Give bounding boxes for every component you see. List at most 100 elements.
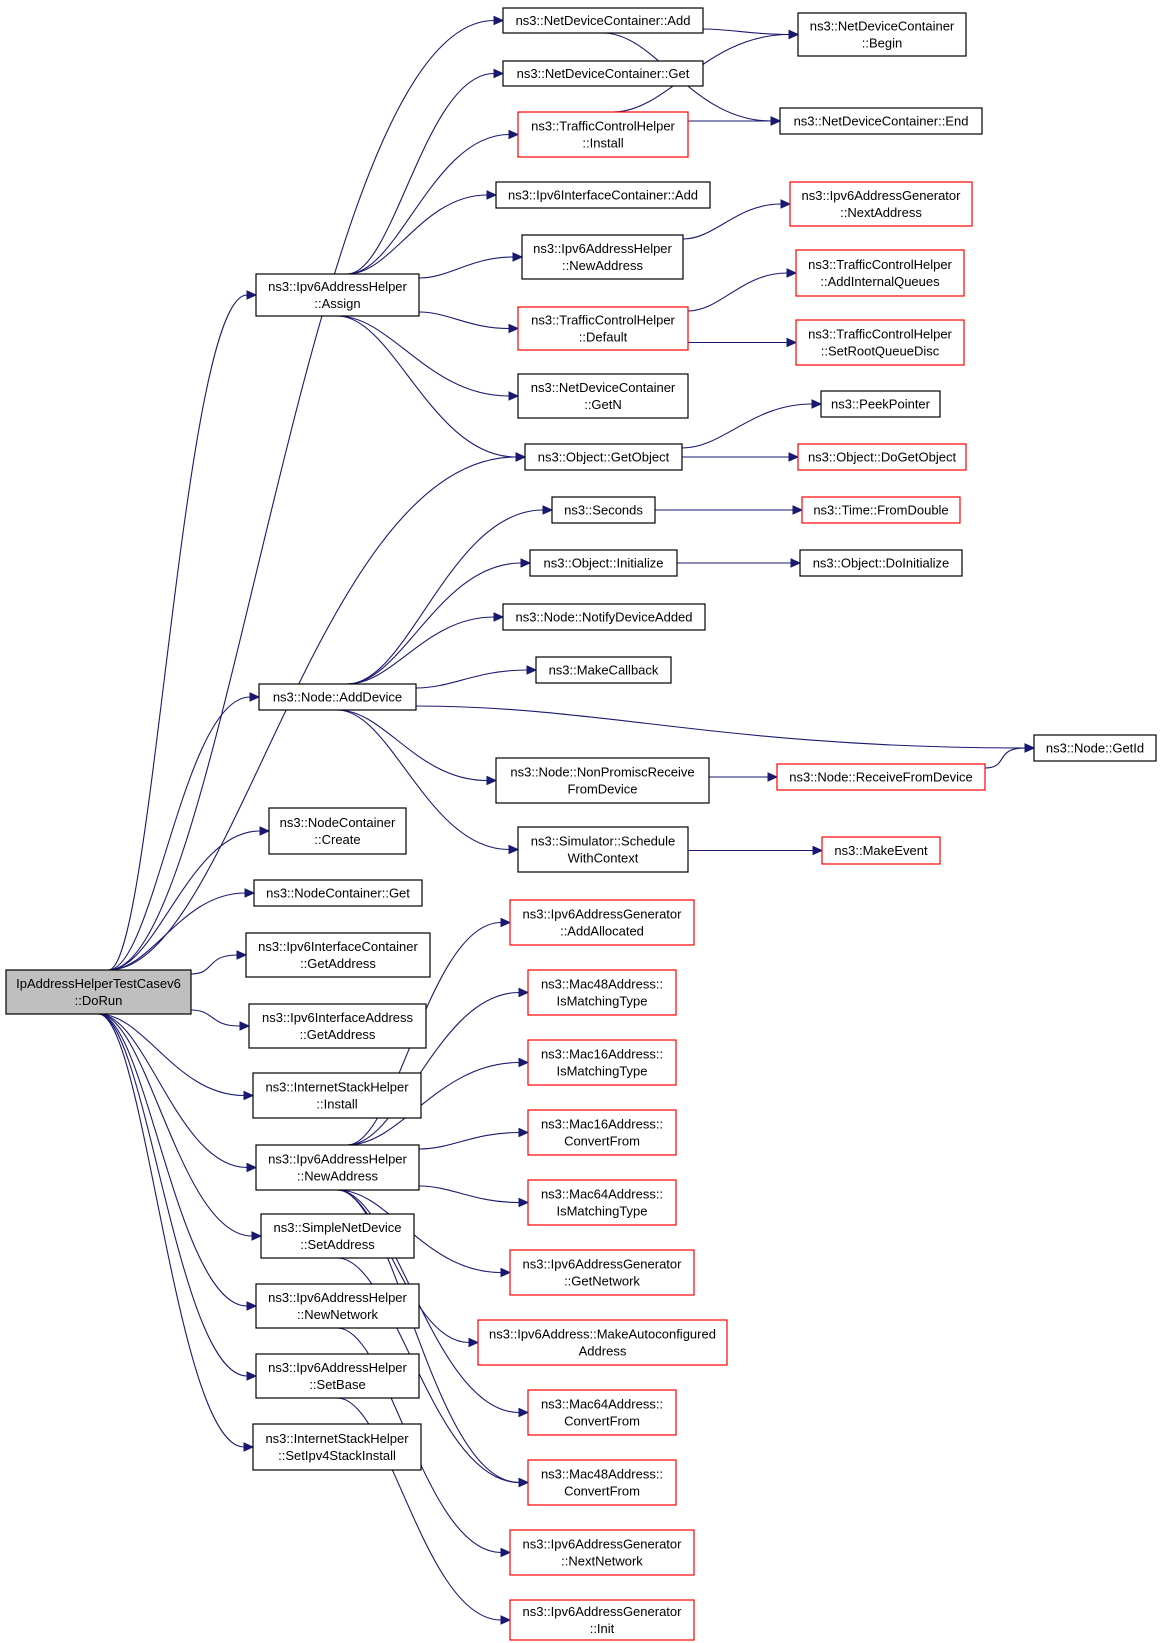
graph-node-makecallback[interactable]: ns3::MakeCallback (535, 656, 672, 684)
call-edge (347, 505, 554, 685)
graph-node-tch-setroot[interactable]: ns3::TrafficControlHelper::SetRootQueueD… (795, 319, 965, 366)
call-edge (108, 826, 271, 971)
arrowhead-icon (493, 612, 505, 622)
graph-node-makeevent[interactable]: ns3::MakeEvent (821, 836, 941, 865)
graph-node-mac64-convert[interactable]: ns3::Mac64Address::ConvertFrom (527, 1389, 677, 1436)
edge-line (190, 954, 238, 975)
arrowhead-icon (518, 1057, 530, 1068)
node-label: WithContext (568, 851, 639, 866)
graph-node-time-fromdouble[interactable]: ns3::Time::FromDouble (801, 496, 961, 524)
graph-node-v6ag-nextnetwork[interactable]: ns3::Ipv6AddressGenerator::NextNetwork (509, 1529, 695, 1576)
node-label: ::SetAddress (300, 1237, 375, 1252)
node-label: ConvertFrom (564, 1134, 640, 1149)
node-box (495, 757, 710, 804)
graph-node-ndc-begin[interactable]: ns3::NetDeviceContainer::Begin (797, 12, 967, 57)
graph-node-v6ic-add[interactable]: ns3::Ipv6InterfaceContainer::Add (495, 181, 711, 209)
call-edge (681, 399, 823, 449)
node-box (527, 1109, 677, 1156)
edge-line (682, 203, 782, 240)
graph-node-obj-doinitialize[interactable]: ns3::Object::DoInitialize (799, 549, 963, 577)
graph-node-v6ah-newaddr-top[interactable]: ns3::Ipv6AddressHelper::NewAddress (521, 234, 684, 280)
node-box (509, 899, 695, 946)
graph-node-v6ag-addalloc[interactable]: ns3::Ipv6AddressGenerator::AddAllocated (509, 899, 695, 946)
node-box (517, 373, 689, 419)
graph-node-tch-install[interactable]: ns3::TrafficControlHelper::Install (517, 111, 689, 158)
graph-node-ndc-getn[interactable]: ns3::NetDeviceContainer::GetN (517, 373, 689, 419)
node-label: ns3::Seconds (564, 503, 643, 518)
node-label: ns3::NetDeviceContainer::Get (517, 66, 690, 81)
graph-node-nc-create[interactable]: ns3::NodeContainer::Create (268, 807, 407, 855)
node-label: ::DoRun (75, 993, 123, 1008)
node-label: ns3::Ipv6InterfaceAddress (262, 1010, 414, 1025)
graph-node-v6ah-newaddr[interactable]: ns3::Ipv6AddressHelper::NewAddress (255, 1144, 420, 1191)
graph-node-mac16-ismatch[interactable]: ns3::Mac16Address::IsMatchingType (527, 1039, 677, 1086)
graph-node-obj-initialize[interactable]: ns3::Object::Initialize (529, 549, 678, 577)
graph-node-ish-install[interactable]: ns3::InternetStackHelper::Install (252, 1072, 422, 1119)
node-box (258, 683, 417, 711)
node-label: ns3::Node::NotifyDeviceAdded (515, 610, 692, 625)
graph-node-obj-dogetobject[interactable]: ns3::Object::DoGetObject (797, 443, 967, 471)
graph-node-v6ag-init[interactable]: ns3::Ipv6AddressGenerator::Init (509, 1599, 695, 1641)
node-label: ns3::Ipv6AddressGenerator (523, 1257, 683, 1272)
graph-node-ndc-add[interactable]: ns3::NetDeviceContainer::Add (502, 7, 704, 34)
graph-node-snd-setaddress[interactable]: ns3::SimpleNetDevice::SetAddress (260, 1213, 415, 1259)
graph-node-node-receivefrom[interactable]: ns3::Node::ReceiveFromDevice (776, 763, 986, 791)
graph-node-node-adddevice[interactable]: ns3::Node::AddDevice (258, 683, 417, 711)
graph-node-mac48-convert[interactable]: ns3::Mac48Address::ConvertFrom (527, 1459, 677, 1506)
call-edge (108, 290, 258, 971)
node-label: ns3::Time::FromDouble (813, 503, 948, 518)
graph-node-mac48-ismatch[interactable]: ns3::Mac48Address::IsMatchingType (527, 969, 677, 1016)
edge-layer (98, 15, 1036, 1625)
graph-node-ish-setipv4[interactable]: ns3::InternetStackHelper::SetIpv4StackIn… (252, 1423, 422, 1471)
node-label: ns3::TrafficControlHelper (808, 327, 952, 342)
graph-node-node-getid[interactable]: ns3::Node::GetId (1033, 734, 1157, 762)
arrowhead-icon (512, 252, 524, 262)
node-box (502, 60, 704, 87)
node-box (527, 1459, 677, 1506)
node-label: FromDevice (567, 782, 637, 797)
graph-node-tch-addinternal[interactable]: ns3::TrafficControlHelper::AddInternalQu… (795, 249, 965, 297)
graph-node-mac64-ismatch[interactable]: ns3::Mac64Address::IsMatchingType (527, 1179, 677, 1226)
node-label: ns3::MakeEvent (834, 843, 928, 858)
graph-node-mac16-convert[interactable]: ns3::Mac16Address::ConvertFrom (527, 1109, 677, 1156)
node-box (502, 603, 706, 631)
edge-line (347, 991, 520, 1146)
call-edge (688, 845, 824, 856)
call-edge (98, 1013, 258, 1173)
node-label: IsMatchingType (556, 1204, 647, 1219)
edge-line (337, 709, 488, 782)
graph-node-tch-default[interactable]: ns3::TrafficControlHelper::Default (517, 306, 689, 351)
graph-node-ndc-end[interactable]: ns3::NetDeviceContainer::End (779, 107, 983, 135)
node-label: ns3::Ipv6InterfaceContainer::Add (508, 188, 698, 203)
graph-node-peekpointer[interactable]: ns3::PeekPointer (820, 390, 941, 418)
arrowhead-icon (526, 665, 538, 675)
graph-node-ndc-get[interactable]: ns3::NetDeviceContainer::Get (502, 60, 704, 87)
edge-line (337, 1189, 520, 1484)
node-label: ns3::Ipv6AddressHelper (533, 241, 672, 256)
node-box (776, 763, 986, 791)
graph-node-v6ag-getnetwork[interactable]: ns3::Ipv6AddressGenerator::GetNetwork (509, 1249, 695, 1296)
call-edge (681, 452, 800, 462)
node-label: ns3::Node::AddDevice (273, 690, 402, 705)
graph-node-v6ic-getaddress[interactable]: ns3::Ipv6InterfaceContainer::GetAddress (245, 932, 431, 978)
graph-node-v6ag-nextaddr[interactable]: ns3::Ipv6AddressGenerator::NextAddress (789, 181, 973, 227)
node-box (524, 443, 683, 471)
graph-node-v6ah-newnetwork[interactable]: ns3::Ipv6AddressHelper::NewNetwork (255, 1283, 420, 1329)
edge-line (347, 133, 510, 275)
graph-node-v6ia-getaddress[interactable]: ns3::Ipv6InterfaceAddress::GetAddress (248, 1003, 427, 1049)
graph-node-v6ah-setbase[interactable]: ns3::Ipv6AddressHelper::SetBase (255, 1353, 420, 1399)
graph-node-nc-get[interactable]: ns3::NodeContainer::Get (253, 879, 423, 907)
graph-node-obj-getobject[interactable]: ns3::Object::GetObject (524, 443, 683, 471)
graph-node-seconds[interactable]: ns3::Seconds (551, 496, 656, 524)
arrowhead-icon (508, 844, 520, 855)
graph-node-root[interactable]: IpAddressHelperTestCasev6::DoRun (5, 969, 192, 1015)
edge-line (108, 830, 261, 971)
graph-node-node-notify[interactable]: ns3::Node::NotifyDeviceAdded (502, 603, 706, 631)
edge-line (108, 19, 495, 971)
call-edge (108, 692, 261, 971)
arrowhead-icon (518, 1127, 530, 1138)
graph-node-v6ah-assign[interactable]: ns3::Ipv6AddressHelper::Assign (255, 273, 420, 317)
graph-node-v6a-makeauto[interactable]: ns3::Ipv6Address::MakeAutoconfiguredAddr… (477, 1319, 728, 1366)
